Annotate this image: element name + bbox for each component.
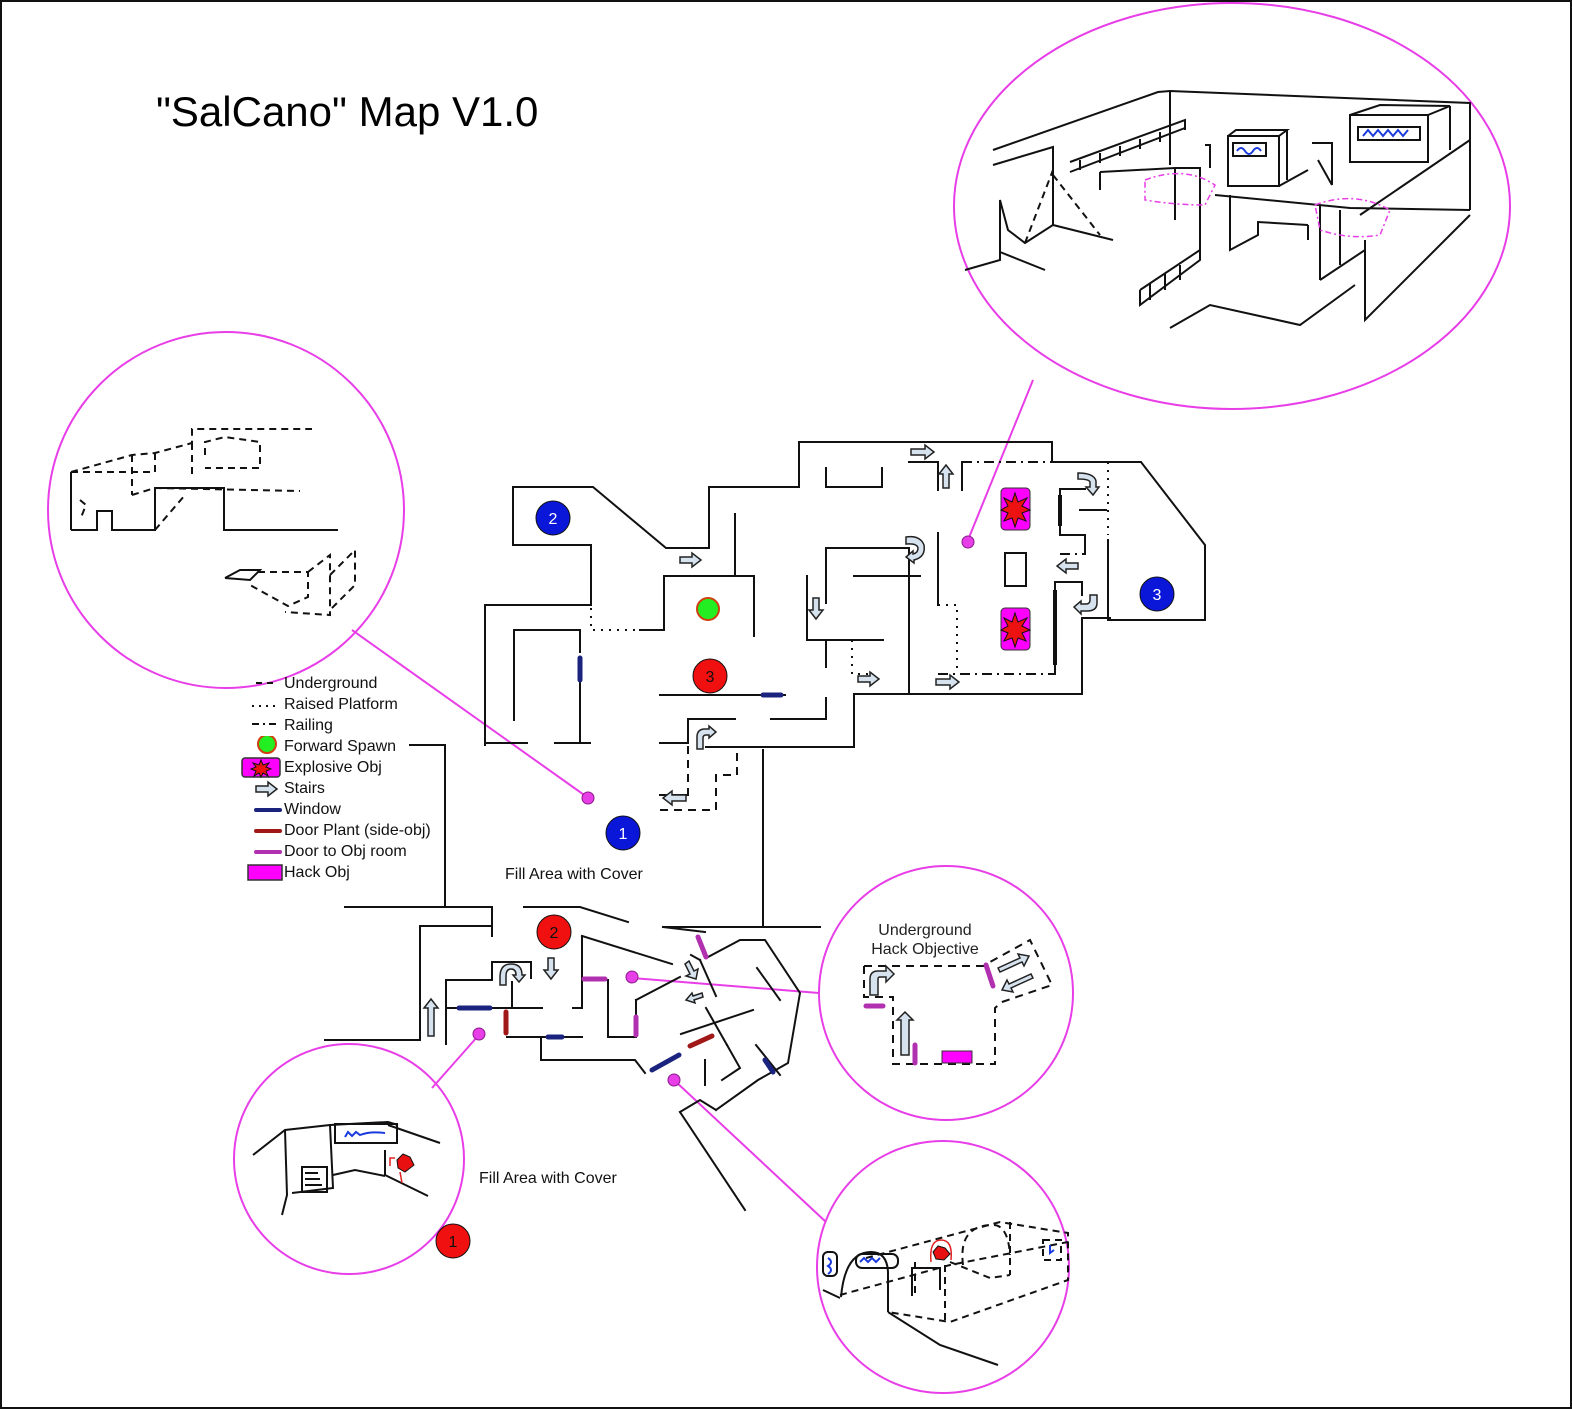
callout-anchor-dot	[961, 535, 975, 549]
callout-title-line: Hack Objective	[871, 941, 979, 958]
window-icon	[254, 808, 282, 812]
legend-item-forward-spawn: Forward Spawn	[240, 734, 431, 757]
stairs-arrow-icon	[857, 670, 881, 688]
stairs-arrow-icon	[661, 789, 687, 807]
legend-item-door-plant: Door Plant (side-obj)	[240, 820, 431, 841]
explosive-obj-icon	[241, 757, 281, 779]
legend-label: Raised Platform	[284, 695, 398, 713]
stairs-turn-icon	[904, 535, 926, 565]
callout-bottom-right[interactable]	[667, 1073, 1070, 1394]
callout-anchor-dot	[625, 970, 639, 984]
svg-text:2: 2	[550, 925, 559, 942]
dashed-line-icon	[256, 682, 276, 684]
dash-dot-line-icon	[252, 723, 278, 725]
stairs-arrow-icon	[422, 997, 440, 1037]
map-walls	[324, 441, 1206, 1212]
legend-label: Door Plant (side-obj)	[284, 821, 431, 839]
stairs-turn-icon	[499, 963, 527, 986]
callout-anchor-dot	[472, 1027, 486, 1041]
fill-area-note-lower: Fill Area with Cover	[479, 1170, 617, 1187]
map-title: "SalCano" Map V1.0	[156, 88, 539, 135]
explosive-objective[interactable]	[999, 607, 1032, 651]
legend-item-railing: Railing	[240, 715, 431, 736]
legend-item-window: Window	[240, 799, 431, 820]
sketch-lower-room	[822, 1220, 1069, 1366]
legend-label: Forward Spawn	[284, 737, 397, 755]
stairs-turn-icon	[1072, 594, 1098, 616]
legend-label: Window	[284, 800, 341, 818]
window-marker	[649, 1052, 682, 1073]
blue-spawn-3[interactable]: 3	[1139, 576, 1175, 612]
legend-label: Hack Obj	[284, 863, 350, 881]
callout-anchor-dot	[667, 1073, 681, 1087]
underground-hack-title: Underground Hack Objective	[860, 921, 990, 959]
forward-spawn-icon	[257, 734, 277, 754]
stairs-arrow-icon	[910, 443, 936, 461]
hack-obj-icon	[247, 864, 283, 881]
stairs-arrow-icon	[684, 991, 704, 1005]
legend-item-door-obj: Door to Obj room	[240, 841, 431, 862]
legend-label: Underground	[284, 674, 378, 692]
door-plant-icon	[254, 829, 282, 833]
dotted-line-icon	[252, 705, 278, 707]
map-stairs	[422, 443, 1101, 1037]
svg-text:3: 3	[1153, 587, 1162, 604]
svg-text:1: 1	[449, 1234, 458, 1251]
red-spawn-1[interactable]: 1	[435, 1223, 471, 1259]
sketch-underground-passage	[70, 428, 356, 617]
stairs-arrow-icon	[679, 551, 703, 569]
sketch-underground-hack	[863, 938, 1054, 1066]
legend-label: Explosive Obj	[284, 758, 382, 776]
blue-spawn-1[interactable]: 1	[605, 815, 641, 851]
svg-text:1: 1	[619, 826, 628, 843]
stairs-arrow-icon	[807, 597, 825, 621]
window-marker	[762, 1057, 776, 1075]
callout-left-underground[interactable]	[47, 331, 595, 805]
legend-item-raised-platform: Raised Platform	[240, 694, 431, 715]
callout-anchor-dot	[581, 791, 595, 805]
red-spawn-3[interactable]: 3	[692, 658, 728, 694]
svg-text:3: 3	[706, 669, 715, 686]
legend-label: Stairs	[284, 779, 325, 797]
stairs-turn-icon	[696, 724, 718, 750]
stairs-turn-icon	[1077, 472, 1101, 497]
legend-item-explosive-obj: Explosive Obj	[240, 757, 431, 779]
red-spawn-2[interactable]: 2	[536, 914, 572, 950]
forward-spawn-marker[interactable]	[696, 597, 720, 621]
explosive-objective[interactable]	[999, 487, 1032, 531]
door-obj-icon	[254, 850, 282, 854]
map-door-plants	[503, 1009, 715, 1049]
sketch-side-room	[252, 1120, 441, 1216]
map-obj-doors	[581, 934, 709, 1038]
blue-spawn-2[interactable]: 2	[535, 500, 571, 536]
svg-text:2: 2	[549, 511, 558, 528]
callout-bottom-left[interactable]	[233, 1027, 486, 1275]
map-windows	[456, 655, 784, 1075]
door-plant-marker	[687, 1033, 715, 1049]
callout-top-right[interactable]	[953, 2, 1511, 549]
legend-label: Door to Obj room	[284, 842, 407, 860]
stairs-arrow-icon	[937, 463, 955, 489]
legend: Underground Raised Platform Railing Forw…	[240, 673, 431, 883]
door-obj-marker	[695, 934, 709, 960]
fill-area-note-upper: Fill Area with Cover	[505, 866, 643, 883]
sketch-objective-room	[964, 89, 1471, 329]
stairs-arrow-icon	[255, 780, 279, 798]
callout-title-line: Underground	[878, 922, 972, 939]
callout-underground-hack[interactable]	[625, 865, 1074, 1121]
stairs-arrow-icon	[1055, 557, 1079, 575]
legend-item-underground: Underground	[240, 673, 431, 694]
legend-item-stairs: Stairs	[240, 778, 431, 799]
stairs-arrow-icon	[683, 959, 700, 980]
legend-label: Railing	[284, 716, 333, 734]
stairs-arrow-icon	[542, 957, 560, 981]
legend-item-hack-obj: Hack Obj	[240, 862, 431, 883]
stairs-arrow-icon	[935, 673, 961, 691]
